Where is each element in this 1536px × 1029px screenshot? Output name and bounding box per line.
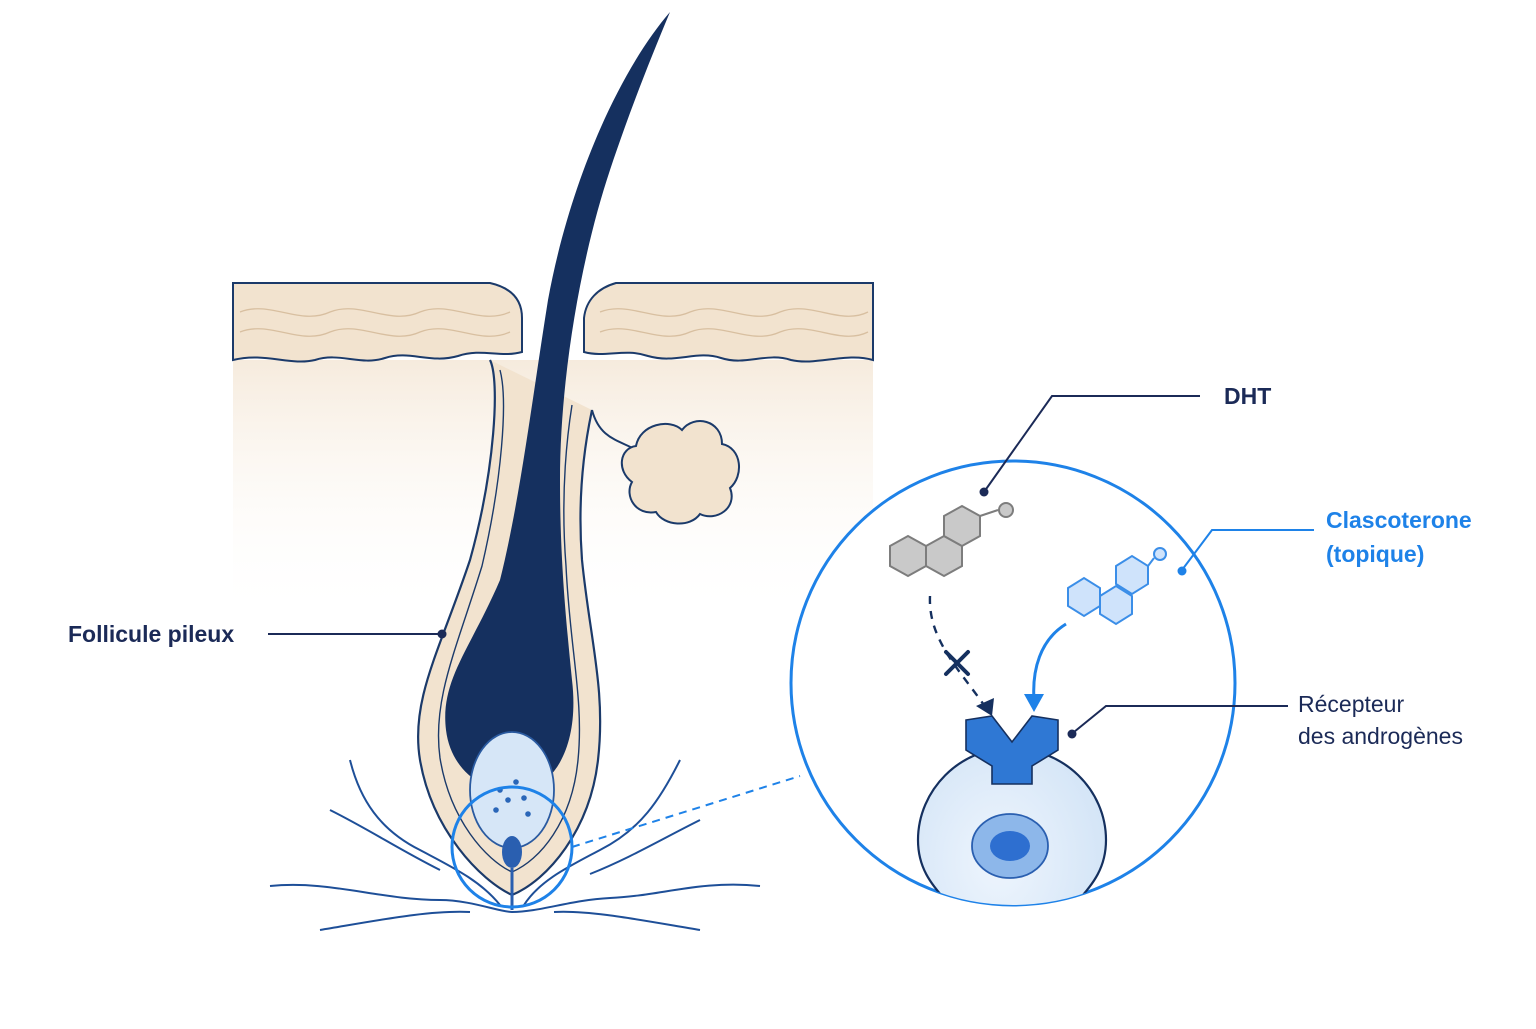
dht-molecule bbox=[889, 502, 1014, 578]
clascoterone-molecule bbox=[1067, 547, 1167, 626]
follicle-label: Follicule pileux bbox=[68, 621, 235, 647]
cell-body bbox=[899, 746, 1121, 905]
receptor-label: Récepteur bbox=[1298, 691, 1405, 717]
dht-label: DHT bbox=[1224, 383, 1272, 409]
zoom-view bbox=[789, 459, 1237, 907]
androgen-receptor bbox=[965, 715, 1059, 785]
magnifier bbox=[450, 775, 801, 909]
epidermis-cells bbox=[239, 308, 869, 337]
epidermis-right bbox=[583, 282, 874, 363]
receptor-label-sub: des androgènes bbox=[1298, 723, 1463, 749]
clascoterone-label: Clascoterone bbox=[1326, 507, 1472, 533]
sebaceous-gland bbox=[591, 409, 741, 525]
hair-follicle bbox=[416, 12, 670, 910]
follicle-leader bbox=[268, 629, 447, 639]
hair-shaft bbox=[445, 12, 670, 793]
dht-leader bbox=[979, 395, 1200, 497]
receptor-leader bbox=[1067, 705, 1288, 739]
gland-lobes bbox=[621, 420, 741, 525]
dermal-papilla bbox=[469, 731, 555, 849]
clascoterone-arrow bbox=[1032, 622, 1067, 701]
clascoterone-leader bbox=[1177, 529, 1314, 576]
blood-vessels bbox=[269, 759, 761, 931]
nucleolus bbox=[990, 831, 1030, 861]
zoom-connector bbox=[571, 775, 801, 848]
papilla-core bbox=[502, 836, 522, 868]
epidermis bbox=[232, 282, 523, 363]
follicle-sheath-inner bbox=[437, 369, 581, 873]
clascoterone-label-sub: (topique) bbox=[1326, 541, 1425, 567]
x-mark-icon bbox=[944, 650, 970, 676]
